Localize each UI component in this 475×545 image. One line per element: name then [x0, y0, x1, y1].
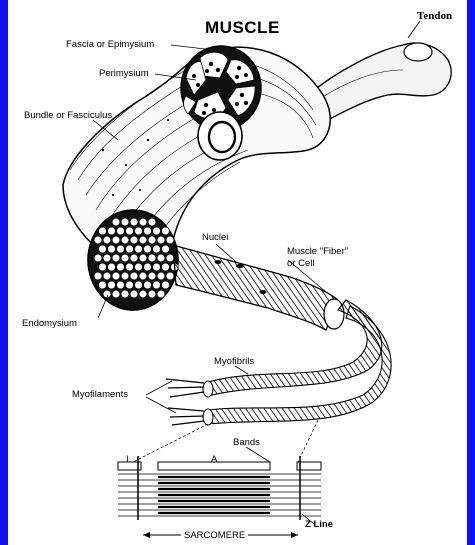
muscle-fiber-circle	[130, 290, 138, 298]
label-z-line: Z Line	[305, 519, 333, 530]
muscle-fiber-circle	[117, 263, 125, 271]
muscle-fiber-circle	[94, 254, 102, 262]
muscle-fiber-circle	[162, 227, 170, 235]
muscle-fiber-circle	[148, 272, 156, 280]
muscle-fiber-circle	[112, 272, 120, 280]
label-muscle-fiber: Muscle "Fiber"	[287, 246, 348, 257]
muscle-fiber-circle	[126, 227, 134, 235]
muscle-fiber-circle	[157, 236, 165, 244]
muscle-fiber-circle	[121, 236, 129, 244]
muscle-fiber-circle	[162, 245, 170, 253]
muscle-fiber-circle	[99, 263, 107, 271]
muscle-fiber	[173, 245, 344, 330]
muscle-fiber-circle	[162, 281, 170, 289]
label-band-i: I	[126, 454, 129, 465]
muscle-fiber-circle	[117, 227, 125, 235]
muscle-fiber-circle	[135, 245, 143, 253]
label-perimysium: Perimysium	[99, 68, 149, 79]
label-bands: Bands	[233, 437, 260, 448]
muscle-fiber-circle	[139, 272, 147, 280]
muscle-fiber-circle	[103, 254, 111, 262]
muscle-fiber-circle	[126, 245, 134, 253]
muscle-fiber-circle	[99, 245, 107, 253]
diagram-panel: MUSCLE Tendon Fascia or Epimysium Perimy…	[8, 0, 467, 545]
muscle-fiber-circle	[139, 218, 147, 226]
muscle-fiber-circle	[108, 263, 116, 271]
muscle-fiber-circle	[121, 254, 129, 262]
muscle-fiber-circle	[94, 236, 102, 244]
muscle-fiber-circle	[153, 245, 161, 253]
muscle-fiber-circle	[153, 227, 161, 235]
muscle-fiber-circle	[153, 263, 161, 271]
muscle-fiber-circle	[148, 218, 156, 226]
muscle-fiber-circle	[148, 254, 156, 262]
muscle-fiber-circle	[112, 236, 120, 244]
label-or-cell: or Cell	[287, 258, 314, 269]
label-myofibrils: Myofibrils	[214, 356, 254, 367]
muscle-fiber-circle	[166, 254, 174, 262]
muscle-fiber-circle	[121, 218, 129, 226]
muscle-fiber-circle	[144, 263, 152, 271]
muscle-fiber-circle	[157, 272, 165, 280]
muscle-fiber-circle	[121, 290, 129, 298]
muscle-fiber-circle	[108, 281, 116, 289]
muscle-fiber-circle	[130, 254, 138, 262]
label-myofilaments: Myofilaments	[72, 389, 128, 400]
muscle-fiber-circle	[108, 245, 116, 253]
myofibrils	[166, 300, 391, 425]
muscle-fiber-circle	[112, 218, 120, 226]
label-fascia-epimysium: Fascia or Epimysium	[66, 39, 154, 50]
fasciculus-cross-section	[88, 210, 178, 310]
muscle-fiber-circle	[117, 245, 125, 253]
muscle-fiber-circle	[139, 236, 147, 244]
muscle-fiber-circle	[112, 254, 120, 262]
muscle-fiber-circle	[166, 272, 174, 280]
label-band-a: A	[211, 454, 217, 465]
muscle-fiber-circle	[130, 236, 138, 244]
muscle-fiber-circle	[103, 272, 111, 280]
muscle-fiber-circle	[130, 272, 138, 280]
muscle-fiber-circle	[157, 290, 165, 298]
muscle-fiber-circle	[139, 254, 147, 262]
muscle-fiber-circle	[103, 236, 111, 244]
muscle-fiber-circle	[153, 281, 161, 289]
muscle-fiber-circle	[148, 236, 156, 244]
muscle-fiber-circle	[94, 272, 102, 280]
muscle-fiber-circle	[144, 281, 152, 289]
muscle-fiber-circle	[121, 272, 129, 280]
muscle-fiber-circle	[126, 263, 134, 271]
label-nuclei: Nuclei	[202, 232, 228, 243]
muscle-fiber-circle	[162, 263, 170, 271]
label-endomysium: Endomysium	[22, 318, 77, 329]
muscle-fiber-circle	[135, 263, 143, 271]
muscle-fiber-circle	[117, 281, 125, 289]
muscle-fiber-circle	[166, 236, 174, 244]
label-bundle-fasciculus: Bundle or Fasciculus	[24, 110, 112, 121]
muscle-fiber-circle	[99, 227, 107, 235]
muscle-fiber-circle	[157, 254, 165, 262]
label-sarcomere: SARCOMERE	[181, 530, 248, 541]
sarcomere-diagram	[118, 420, 321, 538]
muscle-fiber-circle	[99, 281, 107, 289]
muscle-fiber-circle	[139, 290, 147, 298]
diagram-title: MUSCLE	[205, 18, 280, 38]
muscle-fiber-circle	[144, 227, 152, 235]
muscle-fiber-circle	[135, 281, 143, 289]
muscle-fiber-circle	[144, 245, 152, 253]
muscle-fiber-circle	[112, 290, 120, 298]
muscle-fiber-circle	[135, 227, 143, 235]
label-tendon: Tendon	[417, 10, 452, 22]
muscle-fiber-circle	[148, 290, 156, 298]
muscle-fiber-circle	[130, 218, 138, 226]
muscle-fiber-circle	[126, 281, 134, 289]
muscle-fiber-circle	[108, 227, 116, 235]
muscle-illustration	[8, 0, 467, 545]
